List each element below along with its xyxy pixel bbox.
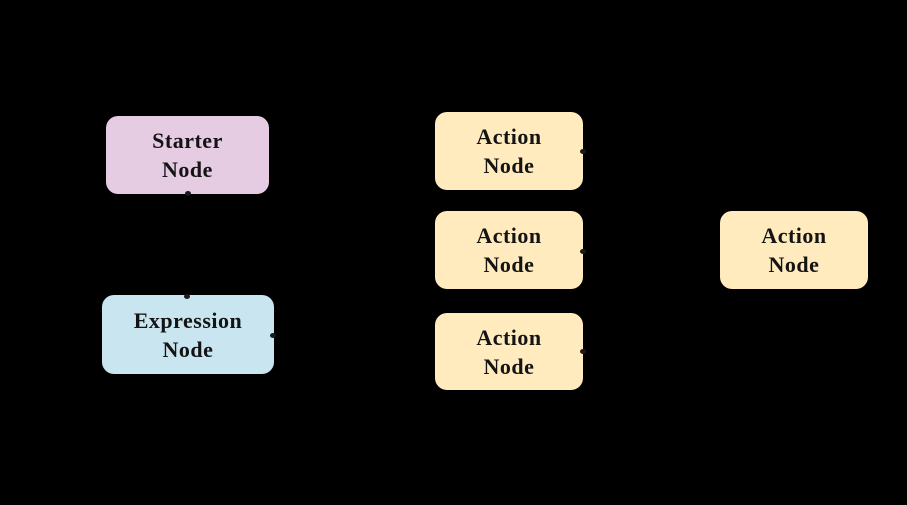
- node-action-3: Action Node: [435, 313, 583, 390]
- node-action-4-label: Action Node: [761, 221, 826, 279]
- node-action-3-line1: Action: [476, 324, 542, 350]
- node-action-1-line1: Action: [476, 124, 542, 149]
- node-action-1: Action Node: [435, 112, 583, 190]
- node-action-2-line1: Action: [476, 223, 542, 248]
- node-action-1-label: Action Node: [476, 122, 541, 180]
- node-starter-label: Starter Node: [152, 126, 223, 184]
- node-action-4-line1: Action: [761, 223, 827, 248]
- connector-dot-action-3-right: [580, 349, 586, 354]
- connector-dot-action-1-right: [580, 149, 586, 154]
- node-starter-line2: Node: [162, 157, 213, 182]
- connector-dot-action-2-right: [580, 249, 586, 254]
- node-action-2: Action Node: [435, 211, 583, 289]
- connector-dot-expression-right: [270, 333, 276, 338]
- node-action-3-line2: Node: [483, 353, 535, 379]
- node-action-4: Action Node: [720, 211, 868, 289]
- node-expression-line2: Node: [162, 336, 214, 362]
- connector-dot-starter-bottom: [185, 191, 191, 196]
- node-action-1-line2: Node: [483, 153, 535, 178]
- node-expression-label: Expression Node: [134, 306, 243, 364]
- node-expression: Expression Node: [102, 295, 274, 374]
- node-starter: Starter Node: [106, 116, 269, 194]
- connector-dot-expression-top: [184, 294, 190, 299]
- node-action-4-line2: Node: [768, 252, 820, 277]
- node-action-3-label: Action Node: [476, 323, 541, 381]
- node-expression-line1: Expression: [133, 307, 243, 333]
- node-action-2-label: Action Node: [476, 221, 541, 279]
- node-starter-line1: Starter: [152, 128, 223, 153]
- node-action-2-line2: Node: [483, 252, 535, 277]
